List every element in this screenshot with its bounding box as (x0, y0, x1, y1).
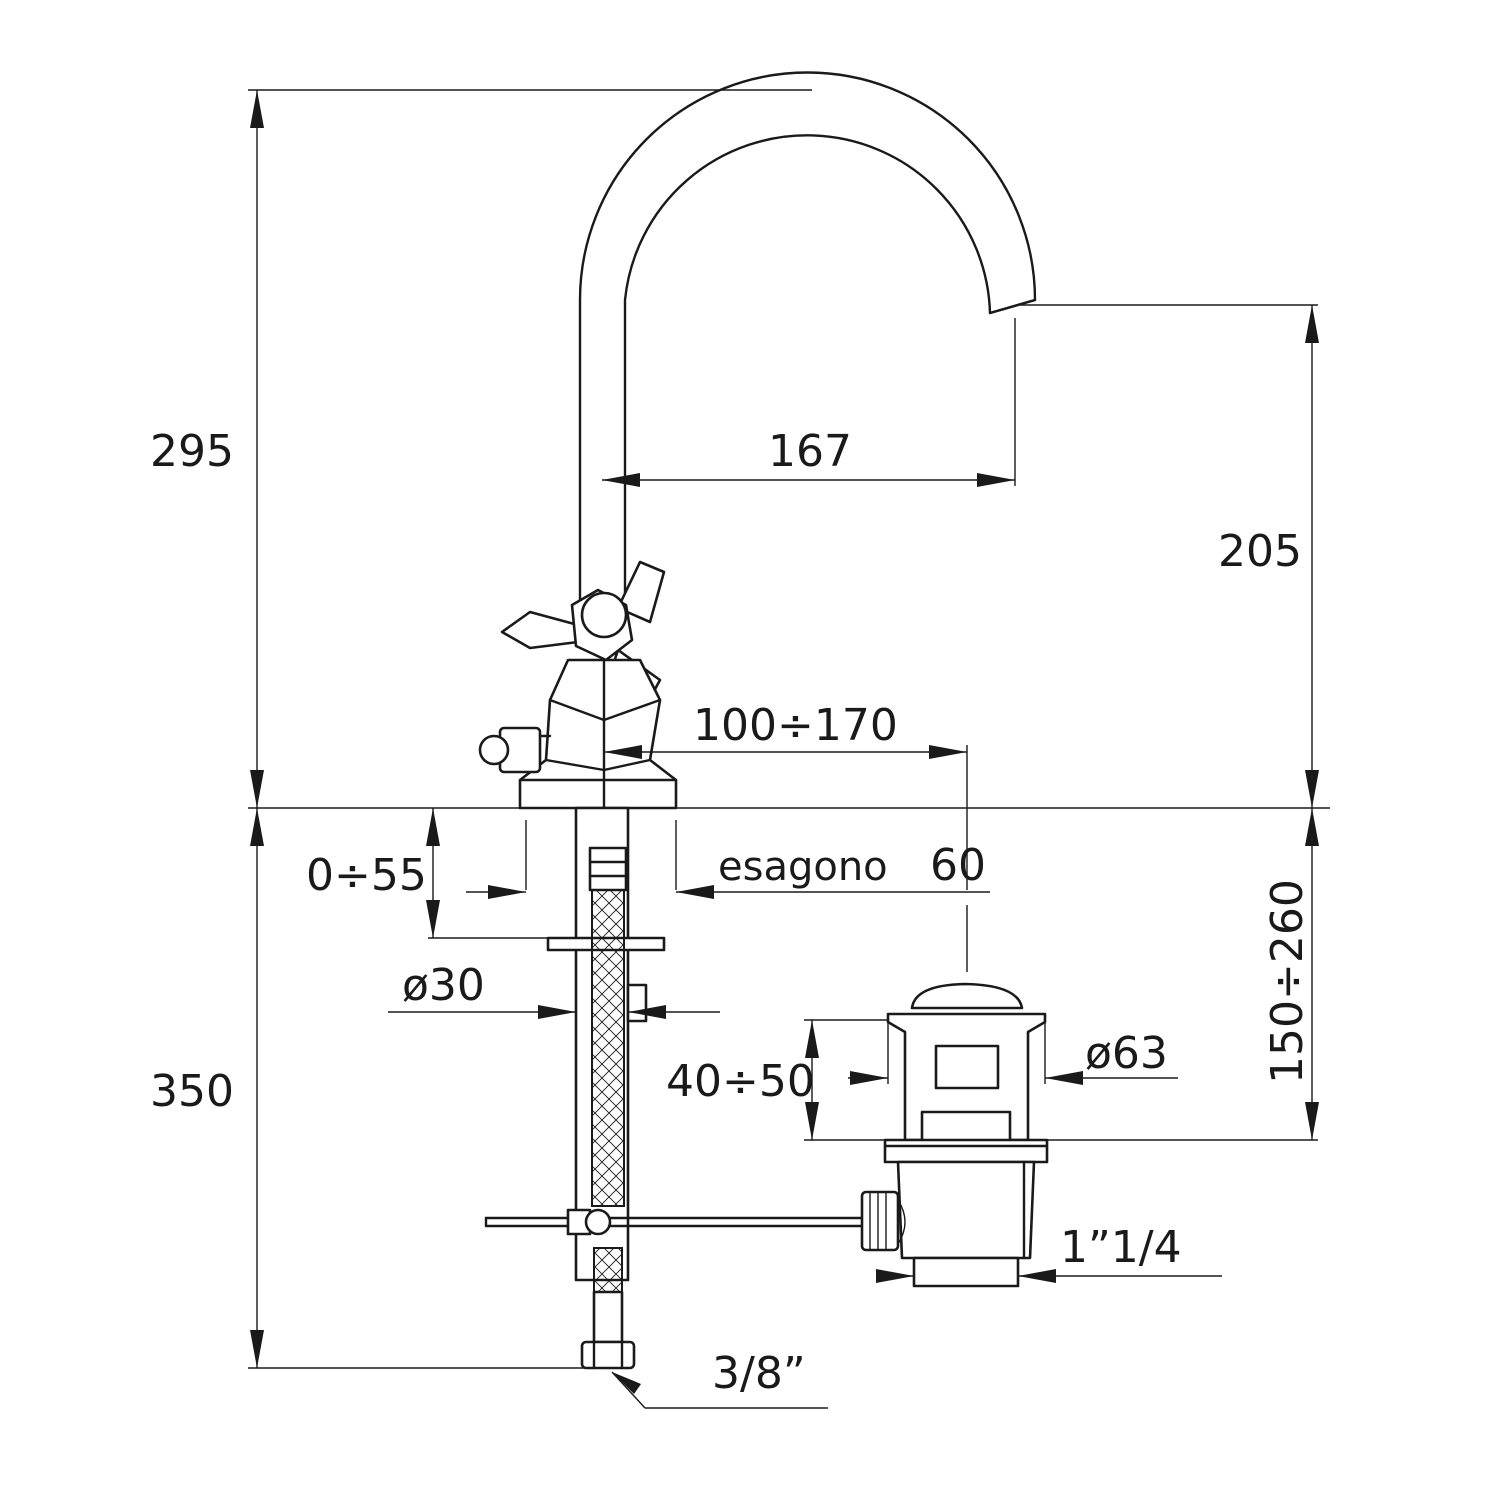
drain-seal (883, 1138, 1049, 1164)
supply-nut-3-8 (580, 1340, 636, 1370)
dimension-labels: 295 167 205 100÷170 0÷55 esagono 60 ø30 … (150, 426, 1313, 1399)
faucet-body (478, 71, 1037, 1370)
dimension-lines (248, 89, 1319, 1409)
dim-outlet-height: 205 (1218, 526, 1302, 577)
hose-ferrule (592, 1290, 624, 1344)
handle-cap (580, 591, 628, 639)
mounting-nut (626, 983, 648, 1023)
valve-body (518, 658, 678, 810)
dim-cap-diameter: ø63 (1085, 1028, 1168, 1079)
supply-hose-upper (591, 847, 625, 1207)
dim-total-height: 295 (150, 426, 234, 477)
dim-shank-diameter: ø30 (402, 960, 485, 1011)
dim-spout-reach: 167 (768, 426, 852, 477)
dim-deck-thickness: 0÷55 (306, 850, 427, 901)
dim-hexagon-size: 60 (930, 840, 986, 891)
dim-drain-adjust: 150÷260 (1262, 879, 1313, 1084)
supply-hose-lower (593, 1247, 623, 1293)
drain-body (896, 1160, 1036, 1260)
drain-window (934, 1044, 1000, 1090)
handle-arm-upper (616, 560, 666, 624)
popup-waste (484, 982, 1049, 1288)
spout-gooseneck (578, 71, 1037, 602)
dim-drain-distance: 100÷170 (693, 700, 898, 751)
hose-connector-top (588, 846, 628, 892)
dim-drain-thread: 1”1/4 (1060, 1222, 1182, 1273)
dim-cap-height: 40÷50 (666, 1056, 815, 1107)
spout-outlet (988, 298, 1037, 315)
linkage-nut (860, 1190, 900, 1252)
handle-arm-left (500, 610, 580, 650)
dim-below-deck: 350 (150, 1066, 234, 1117)
dim-supply-thread: 3/8” (712, 1348, 806, 1399)
drain-cap (910, 982, 1024, 1010)
rod-pivot (584, 1208, 612, 1236)
drain-thread-1-1-4 (912, 1256, 1020, 1288)
popup-knob (478, 734, 510, 766)
dim-hexagon-label: esagono (718, 844, 888, 890)
